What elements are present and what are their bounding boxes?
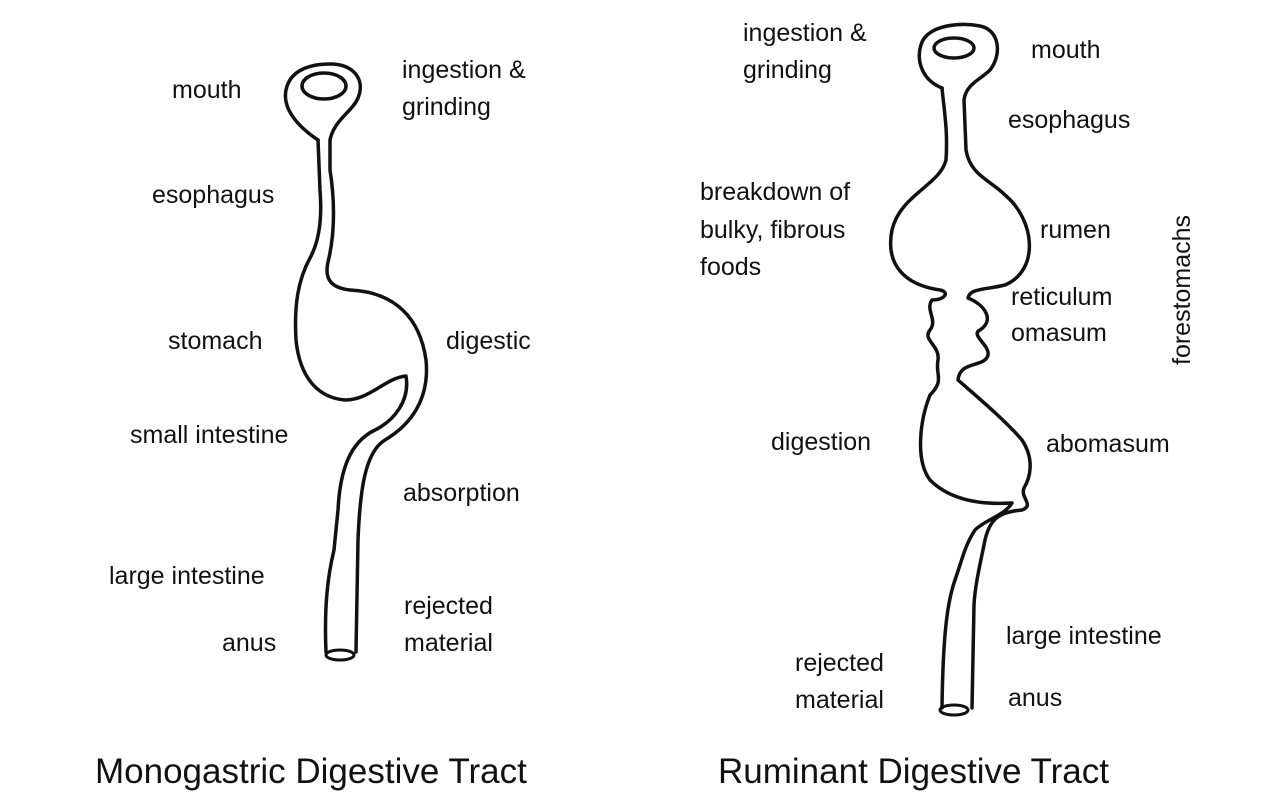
label-ruminant-rejected: rejected (795, 649, 884, 677)
ruminant-tract-drawing (888, 22, 1032, 717)
label-ingestion: ingestion & (402, 56, 526, 84)
label-small-intestine: small intestine (130, 421, 289, 449)
label-material: material (404, 629, 493, 657)
label-rumen: rumen (1040, 216, 1111, 244)
label-breakdown-3: foods (700, 253, 762, 281)
label-ruminant-grinding: grinding (743, 56, 832, 84)
label-ruminant-anus: anus (1008, 684, 1063, 712)
label-anus: anus (222, 629, 277, 657)
label-digestion: digestion (771, 428, 872, 456)
label-ruminant-large-intestine: large intestine (1006, 622, 1162, 650)
label-ruminant-material: material (795, 686, 884, 714)
label-absorption: absorption (403, 479, 520, 507)
label-reticulum: reticulum (1011, 283, 1113, 311)
label-mouth: mouth (172, 76, 242, 104)
ruminant-title: Ruminant Digestive Tract (718, 752, 1109, 791)
monogastric-tract-outline-inner (293, 138, 409, 654)
label-esophagus: esophagus (152, 181, 275, 209)
label-ruminant-esophagus: esophagus (1008, 106, 1131, 134)
label-abomasum: abomasum (1046, 430, 1170, 458)
label-ruminant-mouth: mouth (1031, 36, 1101, 64)
label-omasum: omasum (1011, 319, 1107, 347)
label-breakdown-2: bulky, fibrous (700, 216, 846, 244)
monogastric-tract-outline (283, 62, 429, 654)
label-large-intestine: large intestine (109, 562, 265, 590)
label-ruminant-ingestion: ingestion & (743, 19, 867, 47)
monogastric-title: Monogastric Digestive Tract (95, 752, 527, 791)
ruminant-anus-opening (938, 703, 970, 717)
label-breakdown-1: breakdown of (700, 178, 851, 206)
label-grinding: grinding (402, 93, 491, 121)
label-rejected: rejected (404, 592, 493, 620)
label-stomach: stomach (168, 327, 263, 355)
ruminant-tract-outline-left (917, 22, 1032, 710)
ruminant-tract-outline-right (888, 86, 1014, 710)
monogastric-tract-drawing (283, 62, 429, 662)
monogastric-anus-opening (324, 648, 356, 662)
ruminant-mouth-opening (932, 36, 976, 60)
label-digestic: digestic (446, 327, 531, 355)
monogastric-mouth-opening (300, 71, 348, 101)
label-forestomachs: forestomachs (1168, 214, 1196, 365)
